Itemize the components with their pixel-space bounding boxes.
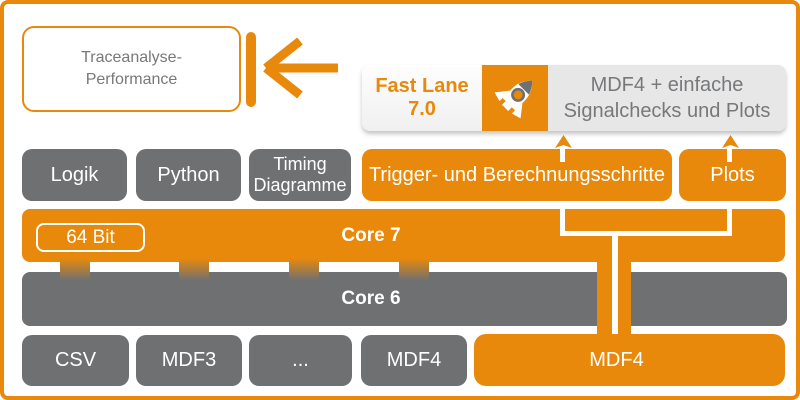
box-mdf3: MDF3 (136, 335, 242, 386)
arrow-up-icon (555, 135, 572, 148)
fastlane-title: Fast Lane 7.0 (362, 65, 482, 131)
connector-line-drop (612, 231, 618, 334)
core7-label: Core 7 (341, 224, 401, 246)
connector-line-horizontal (560, 231, 732, 236)
core-connector-stub (60, 254, 90, 282)
timing-line1: Timing (273, 154, 327, 175)
box-mdf4-fastlane: MDF4 (474, 334, 785, 386)
core-connector-stub (399, 254, 429, 282)
connector-line-plots-down (727, 201, 732, 236)
banner-description-line1: MDF4 + einfache (590, 74, 744, 96)
callout-line1: Traceanalyse- (81, 49, 182, 67)
core-connector-stub (179, 254, 209, 282)
arrow-left-icon (263, 37, 338, 99)
mdf4-fastlane-label: MDF4 (589, 348, 644, 371)
fastlane-banner: Fast Lane 7.0 MDF4 + einfache Signalchec… (362, 65, 786, 131)
rocket-tile (482, 65, 548, 131)
box-trigger-berechnungsschritte: Trigger- und Berechnungsschritte (362, 149, 672, 201)
timing-line2: Diagramme (253, 175, 347, 195)
box-timing-diagramme: Timing Diagramme (249, 149, 351, 201)
callout-line2: Performance (85, 71, 178, 88)
banner-description: MDF4 + einfache Signalchecks und Plots (548, 65, 786, 131)
box-csv: CSV (22, 335, 129, 386)
box-mdf4-gray: MDF4 (361, 335, 467, 386)
callout-capsule-bar (246, 32, 256, 107)
fastlane-title-line1: Fast Lane (375, 75, 469, 97)
arrow-up-stem (560, 144, 565, 162)
box-logik: Logik (22, 149, 127, 201)
core-connector-stub (289, 254, 319, 282)
box-python: Python (136, 149, 241, 201)
arrow-up-stem (727, 144, 732, 162)
connector-line-trigger-down (560, 201, 565, 236)
fastlane-title-line2: 7.0 (408, 98, 436, 120)
64bit-badge: 64 Bit (36, 223, 145, 252)
arrow-up-icon (722, 135, 739, 148)
rocket-icon (494, 80, 533, 119)
banner-description-line2: Signalchecks und Plots (563, 100, 771, 122)
box-ellipsis: ... (249, 335, 352, 386)
traceanalyse-callout: Traceanalyse- Performance (22, 26, 241, 112)
core6-label: Core 6 (341, 288, 401, 309)
box-plots: Plots (679, 149, 786, 201)
